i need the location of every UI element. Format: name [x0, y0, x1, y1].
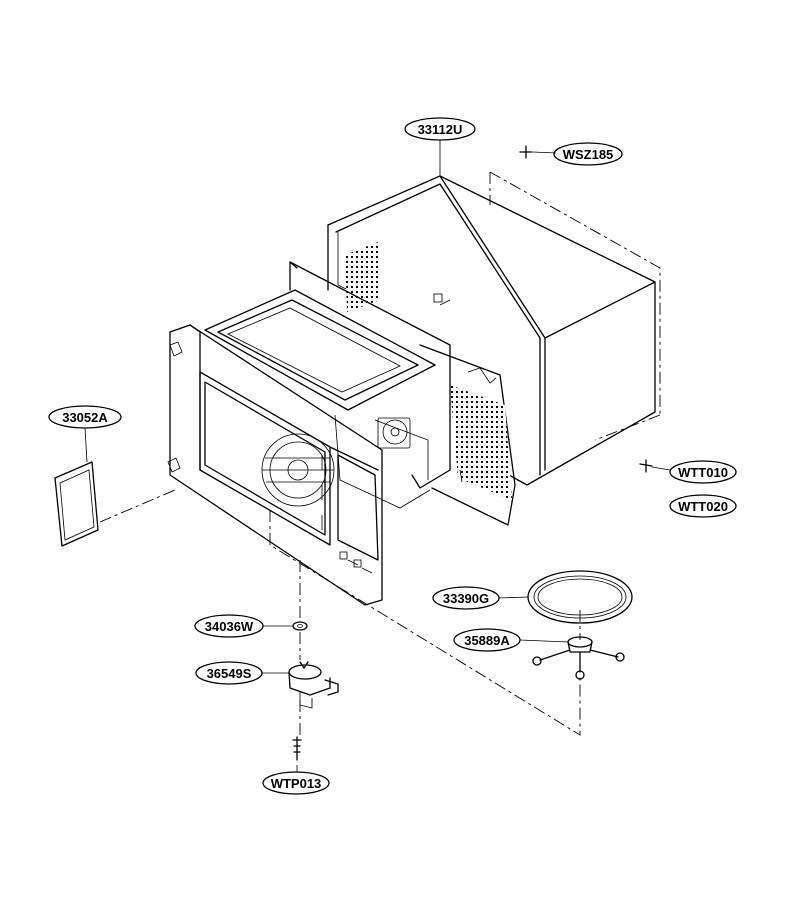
screws — [292, 145, 653, 761]
label-WTT010: WTT010 — [669, 460, 737, 484]
label-36549S: 36549S — [195, 661, 263, 685]
svg-text:WSZ185: WSZ185 — [563, 147, 614, 162]
svg-text:WTT010: WTT010 — [678, 465, 728, 480]
outer-cabinet — [327, 175, 656, 486]
inner-chassis — [204, 261, 451, 509]
cover-plate — [54, 461, 99, 547]
label-WTP013: WTP013 — [262, 771, 330, 795]
label-33052A: 33052A — [48, 405, 122, 429]
back-plate — [419, 344, 516, 526]
svg-text:WTT020: WTT020 — [678, 499, 728, 514]
coupler — [292, 621, 308, 631]
assembly-lines — [99, 171, 661, 736]
label-35889A: 35889A — [453, 628, 521, 652]
label-33112U: 33112U — [404, 117, 476, 141]
svg-text:34036W: 34036W — [205, 619, 254, 634]
leader-lines — [84, 140, 671, 772]
roller-guide — [532, 636, 625, 680]
svg-text:36549S: 36549S — [207, 666, 252, 681]
svg-text:WTP013: WTP013 — [271, 776, 322, 791]
svg-text:33112U: 33112U — [418, 122, 463, 137]
svg-text:33052A: 33052A — [62, 410, 108, 425]
turntable-motor — [288, 661, 339, 709]
glass-tray — [527, 570, 633, 624]
front-frame — [167, 324, 383, 606]
label-WTT020: WTT020 — [669, 494, 737, 518]
svg-text:35889A: 35889A — [464, 633, 510, 648]
label-WSZ185: WSZ185 — [553, 142, 623, 166]
label-34036W: 34036W — [194, 614, 264, 638]
label-33390G: 33390G — [432, 586, 500, 610]
svg-text:33390G: 33390G — [443, 591, 489, 606]
